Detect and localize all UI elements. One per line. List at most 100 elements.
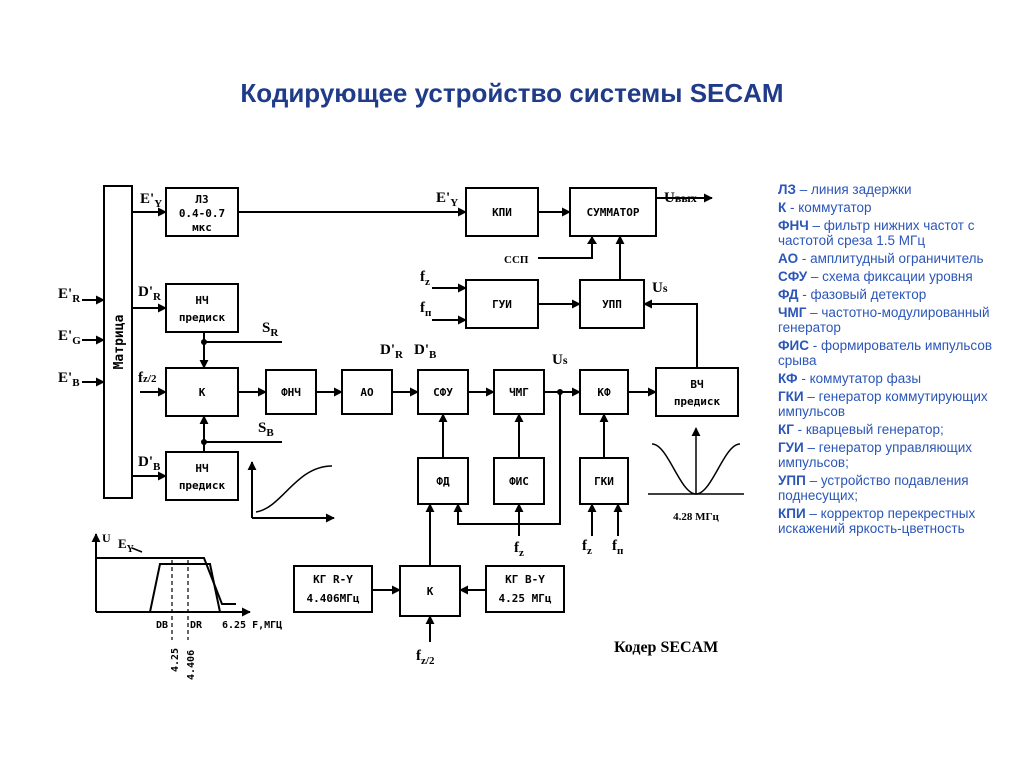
svg-text:D'B: D'B [414,342,437,361]
svg-text:fz/2: fz/2 [416,648,435,667]
svg-text:КПИ: КПИ [492,206,512,219]
gui-block: ГУИ [465,279,539,329]
legend-entry: ФД - фазовый детектор [778,287,1014,302]
secam-block-diagram: Матрица ЛЗ 0.4-0.7 мкс НЧ предиск К НЧ п… [58,185,744,680]
upp-block: УПП [579,279,645,329]
legend-desc: - амплитудный ограничитель [798,251,984,266]
nch-predisk-r-block: НЧ предиск [165,283,239,333]
svg-text:ГКИ: ГКИ [594,475,614,488]
svg-text:СУММАТОР: СУММАТОР [587,206,640,219]
svg-text:0.4-0.7: 0.4-0.7 [179,207,225,220]
matrix-block: Матрица [103,185,133,499]
svg-text:4.406: 4.406 [186,650,197,680]
legend-desc: – устройство подавления поднесущих; [778,473,969,503]
svg-text:D'R: D'R [138,284,162,303]
coder-label: Кодер SECAM [614,639,718,656]
legend-desc: - фазовый детектор [798,287,927,302]
svg-text:ЧМГ: ЧМГ [509,386,529,399]
svg-text:4.25 МГц: 4.25 МГц [499,592,552,605]
legend-term: КГ [778,422,794,437]
summator-block: СУММАТОР [569,187,657,237]
svg-text:fz: fz [514,540,524,559]
legend-entry: УПП – устройство подавления поднесущих; [778,473,1014,503]
svg-text:НЧ: НЧ [195,462,209,475]
svg-text:Us: Us [652,280,668,296]
legend-entry: АО - амплитудный ограничитель [778,251,1014,266]
svg-text:УПП: УПП [602,298,622,311]
vch-freq-label: 4.28 МГц [673,511,719,523]
svg-text:fz: fz [420,269,430,288]
legend-desc: – схема фиксации уровня [807,269,973,284]
svg-text:6.25 F,МГЦ: 6.25 F,МГЦ [222,620,282,631]
gki-block: ГКИ [579,457,629,505]
legend-desc: - коммутатор [786,200,872,215]
svg-text:fz: fz [582,538,592,557]
svg-text:КГ B-Y: КГ B-Y [505,573,545,586]
legend-entry: ЛЗ – линия задержки [778,182,1014,197]
legend-entry: КФ - коммутатор фазы [778,371,1014,386]
svg-text:SB: SB [258,420,274,439]
svg-text:ВЧ: ВЧ [690,378,704,391]
legend-term: ГКИ [778,389,804,404]
legend-term: ЛЗ [778,182,796,197]
svg-text:DR: DR [190,620,203,631]
svg-text:КФ: КФ [597,386,611,399]
kg-by-block: КГ B-Y 4.25 МГц [485,565,565,613]
svg-text:СФУ: СФУ [433,386,453,399]
svg-text:fп: fп [420,300,432,319]
svg-text:ФИС: ФИС [509,475,529,488]
legend-entry: К - коммутатор [778,200,1014,215]
svg-text:АО: АО [360,386,374,399]
legend-desc: – частотно-модулированный генератор [778,305,990,335]
lz-block: ЛЗ 0.4-0.7 мкс [165,187,239,237]
connections [82,193,713,642]
svg-text:НЧ: НЧ [195,294,209,307]
svg-text:fп: fп [612,538,624,557]
legend-entry: ФИС - формирователь импульсов срыва [778,338,1014,368]
kf-block: КФ [579,369,629,415]
ao-block: АО [341,369,393,415]
legend-desc: – генератор коммутирующих импульсов [778,389,988,419]
svg-text:ФНЧ: ФНЧ [281,386,301,399]
signal-labels: E'Y E'Y E'R E'G E'B D'R D'B fz/2 SR SB D… [58,190,697,667]
legend-desc: – фильтр нижних частот с частотой среза … [778,218,975,248]
svg-text:E'Y: E'Y [436,190,458,209]
svg-text:К: К [427,585,434,598]
legend-entry: ФНЧ – фильтр нижних частот с частотой ср… [778,218,1014,248]
legend-term: ФНЧ [778,218,809,233]
legend-term: ФД [778,287,799,302]
svg-text:мкс: мкс [192,221,212,234]
legend-term: К [778,200,787,215]
svg-text:К: К [199,386,206,399]
legend-entry: КГ - кварцевый генератор; [778,422,1014,437]
legend-entry: СФУ – схема фиксации уровня [778,269,1014,284]
legend-desc: – линия задержки [795,182,912,197]
svg-text:предиск: предиск [179,311,226,324]
vch-response-plot: 4.28 МГц [648,427,744,523]
legend-term: ФИС [778,338,809,353]
svg-text:предиск: предиск [179,479,226,492]
legend-term: АО [778,251,799,266]
svg-text:4.406МГц: 4.406МГц [307,592,360,605]
vch-predisk-block: ВЧ предиск [655,367,739,417]
legend-term: СФУ [778,269,808,284]
fis-block: ФИС [493,457,545,505]
svg-text:E'Y: E'Y [140,191,162,210]
fd-block: ФД [417,457,469,505]
svg-text:fz/2: fz/2 [138,370,157,386]
nch-response-plot [247,461,335,523]
matrix-label: Матрица [112,314,127,369]
kg-ry-block: КГ R-Y 4.406МГц [293,565,373,613]
svg-text:КГ R-Y: КГ R-Y [313,573,353,586]
svg-text:U: U [102,531,111,545]
nch-predisk-b-block: НЧ предиск [165,451,239,501]
svg-text:EY: EY [118,536,135,555]
svg-text:ФД: ФД [436,475,450,488]
chmg-block: ЧМГ [493,369,545,415]
legend-desc: – генератор управляющих импульсов; [778,440,973,470]
legend-term: ГУИ [778,440,804,455]
svg-text:Us: Us [552,352,568,368]
fnch-block: ФНЧ [265,369,317,415]
svg-text:E'B: E'B [58,370,80,389]
